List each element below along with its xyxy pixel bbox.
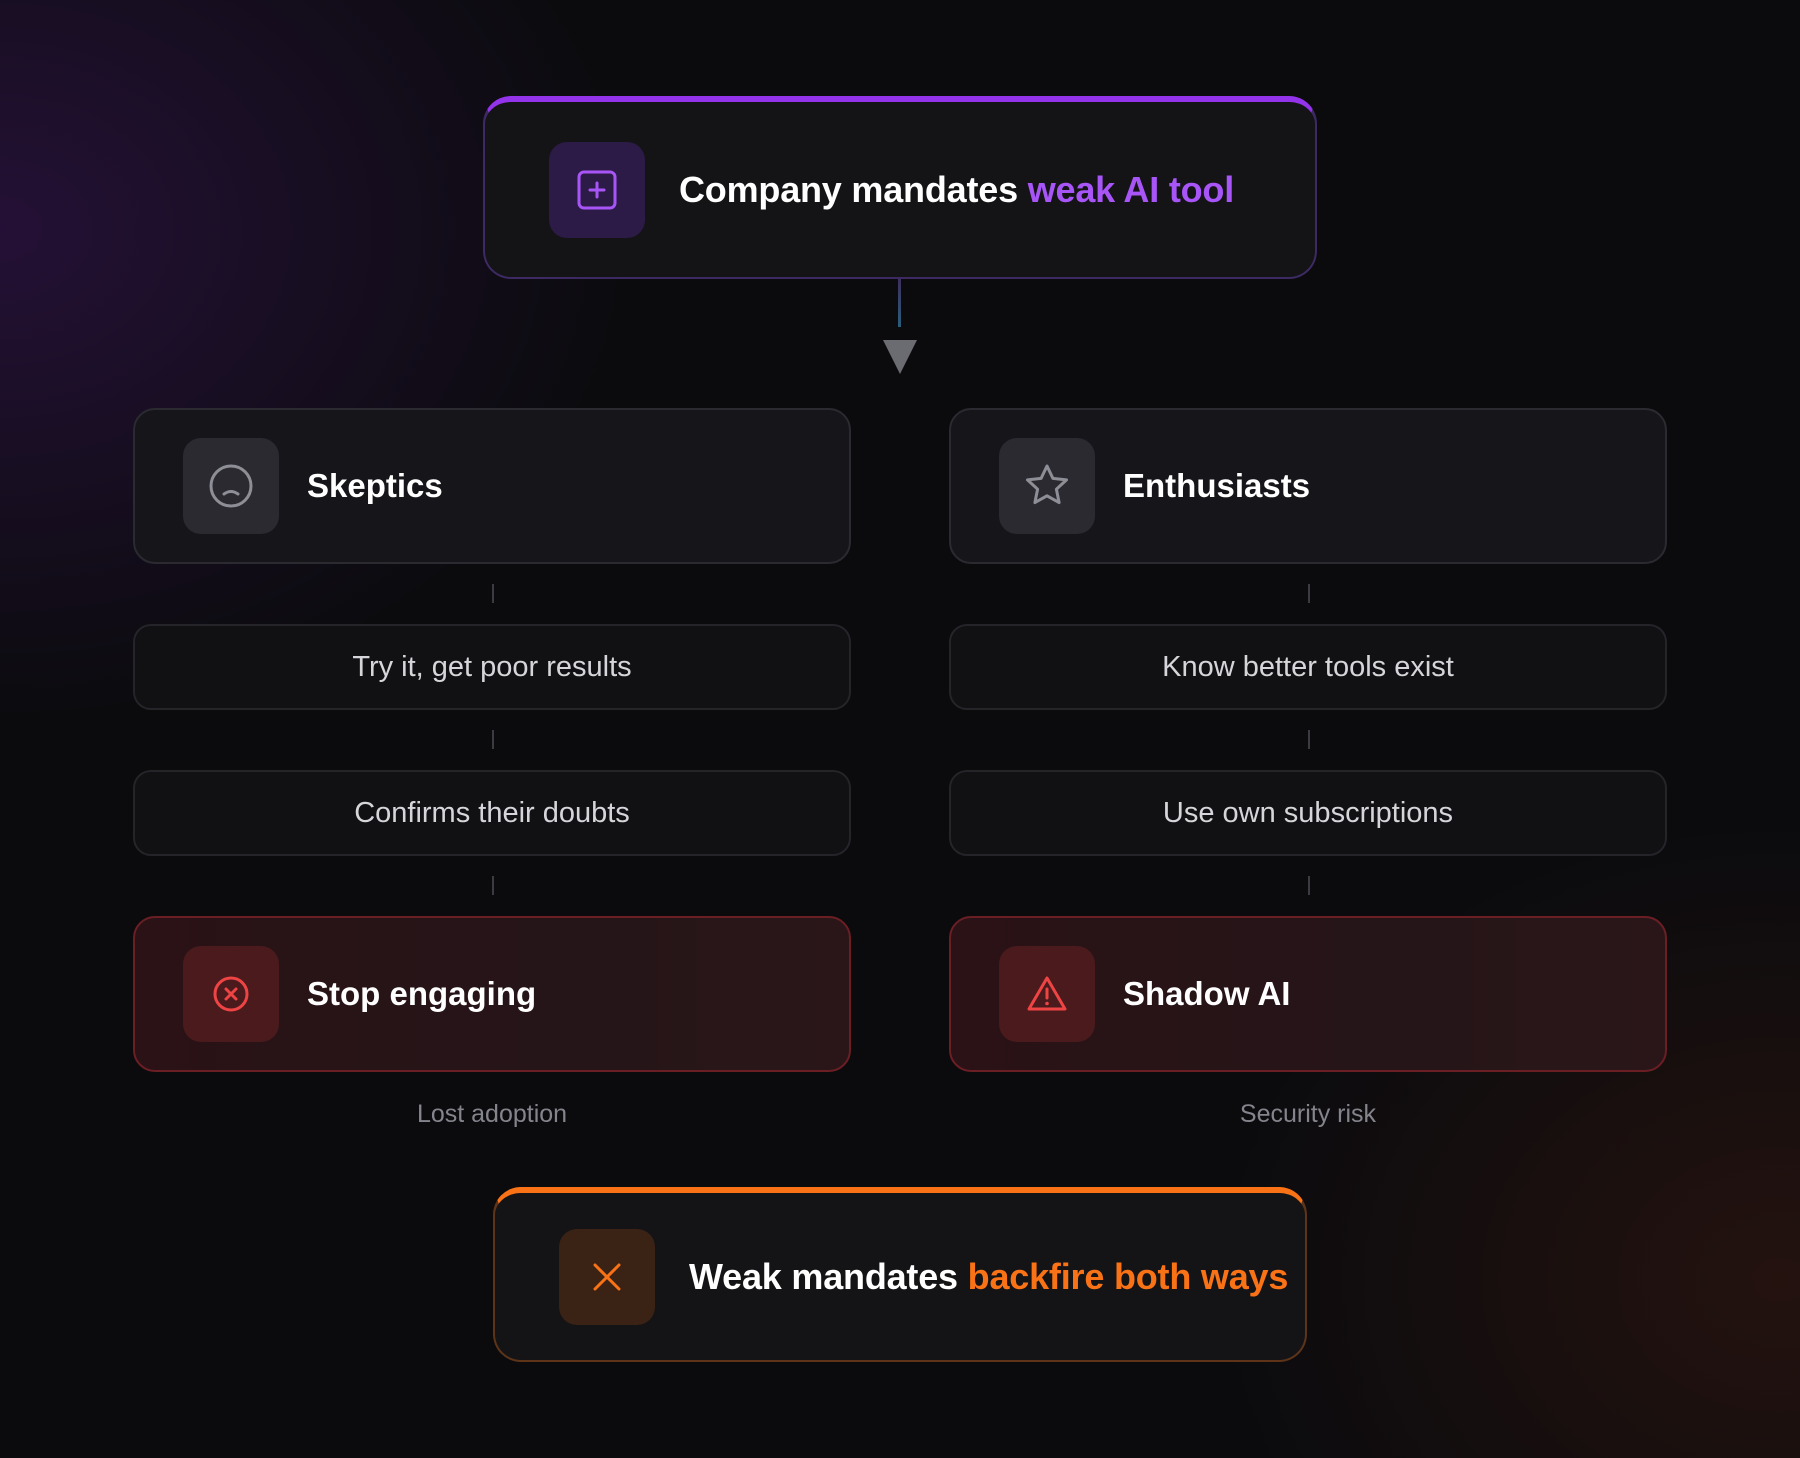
conclusion-card: Weak mandates backfire both ways bbox=[493, 1187, 1307, 1362]
skeptics-card: Skeptics bbox=[133, 408, 851, 564]
security-risk-caption: Security risk bbox=[1239, 1100, 1377, 1128]
main-connector bbox=[898, 279, 901, 327]
shadow-ai-label: Shadow AI bbox=[1123, 975, 1291, 1012]
stop-engaging-label: Stop engaging bbox=[307, 975, 537, 1012]
skeptics-label: Skeptics bbox=[307, 467, 443, 504]
down-arrow-icon bbox=[883, 340, 917, 374]
connector-tick bbox=[492, 584, 494, 603]
skeptics-step-2: Confirms their doubts bbox=[133, 770, 851, 856]
shadow-ai-card: Shadow AI bbox=[949, 916, 1667, 1072]
frown-icon bbox=[183, 438, 279, 534]
warning-triangle-icon bbox=[999, 946, 1095, 1042]
conclusion-title-prefix: Weak mandates bbox=[689, 1255, 968, 1297]
conclusion-title: Weak mandates backfire both ways bbox=[689, 1256, 1288, 1298]
connector-tick bbox=[492, 876, 494, 895]
plus-square-icon bbox=[549, 141, 645, 238]
connector-tick bbox=[1308, 584, 1310, 603]
enthusiasts-card: Enthusiasts bbox=[949, 408, 1667, 564]
mandate-title-prefix: Company mandates bbox=[679, 168, 1028, 210]
enthusiasts-step-2: Use own subscriptions bbox=[949, 770, 1667, 856]
lost-adoption-caption: Lost adoption bbox=[416, 1100, 568, 1128]
connector-tick bbox=[1308, 876, 1310, 895]
mandate-title-accent: weak AI tool bbox=[1027, 168, 1235, 210]
mandate-card: Company mandates weak AI tool bbox=[483, 96, 1317, 279]
mandate-title: Company mandates weak AI tool bbox=[679, 169, 1234, 211]
star-icon bbox=[999, 438, 1095, 534]
x-icon bbox=[559, 1228, 655, 1325]
stop-engaging-card: Stop engaging bbox=[133, 916, 851, 1072]
enthusiasts-label: Enthusiasts bbox=[1123, 467, 1311, 504]
enthusiasts-step-1: Know better tools exist bbox=[949, 624, 1667, 710]
connector-tick bbox=[492, 730, 494, 749]
x-circle-icon bbox=[183, 946, 279, 1042]
connector-tick bbox=[1308, 730, 1310, 749]
conclusion-title-accent: backfire both ways bbox=[967, 1255, 1289, 1297]
skeptics-step-1: Try it, get poor results bbox=[133, 624, 851, 710]
